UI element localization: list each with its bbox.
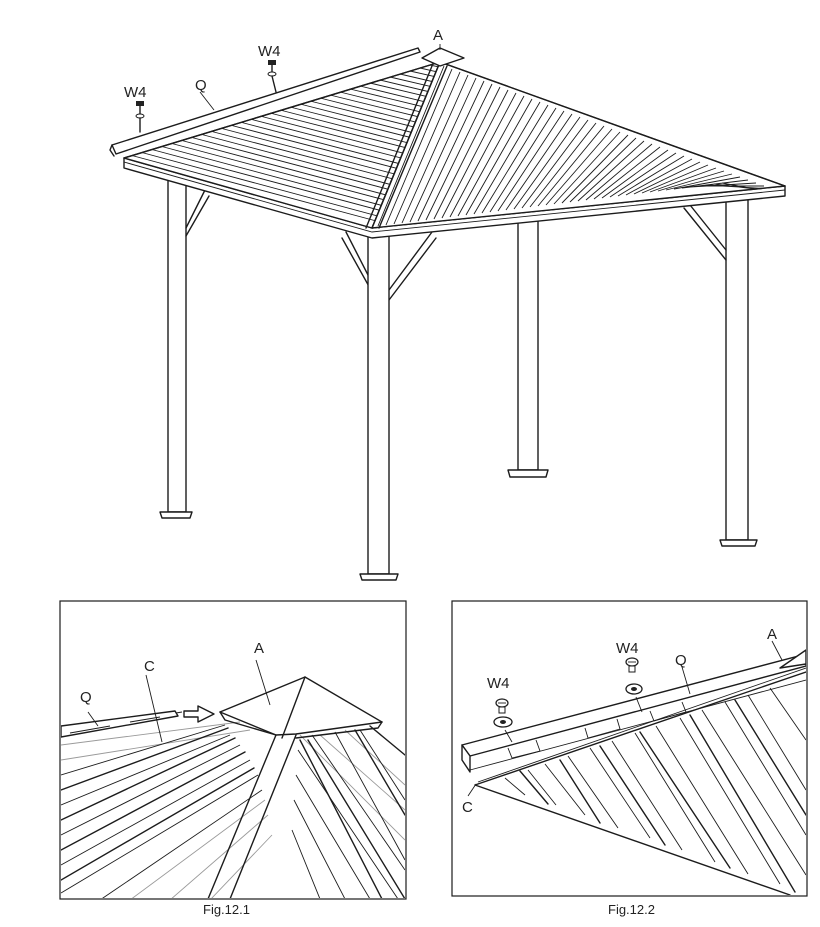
fig2-label-a: A <box>767 626 777 643</box>
fig2-caption: Fig.12.2 <box>608 902 655 917</box>
fig1-caption: Fig.12.1 <box>203 902 250 917</box>
fig2-apex-tip <box>779 649 806 669</box>
fig2-label-w4-left: W4 <box>487 675 510 692</box>
fig1-label-c: C <box>144 658 155 675</box>
apex-cap-a <box>421 47 465 67</box>
front-post <box>341 231 437 581</box>
fig2-screw-w4-left <box>493 698 513 743</box>
roof-right-ribs <box>377 65 785 227</box>
fig1-ridge-cover <box>61 710 179 738</box>
fig1-apex-cap <box>219 676 383 736</box>
ridge-cover-q <box>109 47 421 157</box>
fig-12-2-detail: W4 W4 Q A C Fig.12.2 <box>451 600 808 917</box>
fig2-label-w4-right: W4 <box>616 640 639 657</box>
gazebo-main-view: A Q W4 W4 <box>109 27 786 581</box>
back-post-left <box>159 171 210 519</box>
label-w4-right: W4 <box>258 43 281 60</box>
fig2-screw-w4-right <box>625 657 643 713</box>
fig1-label-a: A <box>254 640 264 657</box>
label-q: Q <box>195 77 207 94</box>
back-post-middle <box>507 219 549 478</box>
fig1-label-q: Q <box>80 689 92 706</box>
label-a: A <box>433 27 443 44</box>
fig2-label-c: C <box>462 799 473 816</box>
label-w4-left: W4 <box>124 84 147 101</box>
back-post-right <box>683 195 758 547</box>
screw-w4-left <box>135 101 145 133</box>
screw-w4-right <box>267 60 277 93</box>
fig-12-1-detail: A C Q Fig.12.1 <box>59 600 407 917</box>
fig2-label-q: Q <box>675 652 687 669</box>
